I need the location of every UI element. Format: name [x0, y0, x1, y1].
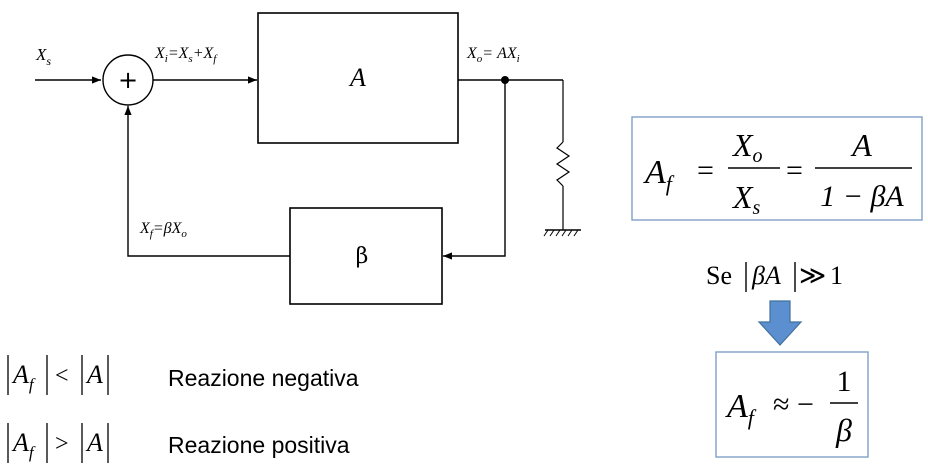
svg-text:≈ −: ≈ −	[773, 388, 814, 421]
svg-text:Af: Af	[11, 428, 36, 462]
svg-text:<: <	[55, 363, 69, 389]
approx-formula: Af ≈ − 1 β	[725, 365, 858, 448]
svg-text:A: A	[850, 127, 872, 163]
svg-text:≫: ≫	[799, 261, 826, 290]
svg-text:1: 1	[830, 261, 843, 290]
svg-text:Af: Af	[643, 154, 675, 196]
high-loop-gain-condition: Se βA ≫ 1	[706, 261, 843, 292]
negative-reaction-row: Af < A Reazione negativa	[7, 355, 359, 395]
svg-text:Af: Af	[725, 388, 757, 430]
feedback-label: β	[356, 244, 369, 269]
svg-text:Af: Af	[11, 360, 36, 394]
amplifier-block	[257, 12, 459, 144]
svg-text:β: β	[835, 412, 852, 448]
feedback-block	[289, 207, 443, 305]
approx-formula-box	[715, 351, 869, 458]
feedback-path-to-beta	[443, 80, 506, 260]
svg-text:1 − βA: 1 − βA	[820, 180, 904, 213]
feedback-path-to-summer	[124, 106, 290, 257]
svg-text:Se: Se	[706, 261, 732, 290]
svg-text:1: 1	[837, 365, 852, 398]
output-equation-label: Xo=AXi	[466, 45, 520, 65]
input-label: Xs	[35, 45, 51, 68]
load-resistor	[555, 141, 571, 187]
svg-text:Reazione positiva: Reazione positiva	[168, 432, 350, 458]
closed-loop-formula: Af = Xo Xs = A 1 − βA	[643, 127, 912, 219]
ground-icon	[543, 229, 581, 237]
positive-reaction-row: Af > A Reazione positiva	[7, 423, 350, 463]
svg-text:=: =	[786, 154, 803, 187]
svg-text:A: A	[85, 428, 103, 457]
amplifier-label: A	[348, 63, 366, 92]
svg-text:>: >	[55, 431, 69, 457]
svg-text:=: =	[697, 154, 714, 187]
sum-equation-label: Xi=Xs+Xf	[154, 45, 218, 65]
svg-text:Xo: Xo	[731, 127, 763, 167]
summer-plus-symbol: +	[118, 66, 138, 94]
svg-text:Reazione negativa: Reazione negativa	[168, 365, 359, 391]
svg-text:Xs: Xs	[731, 179, 761, 219]
down-arrow-icon	[757, 300, 803, 346]
feedback-equation-label: Xf=βXo	[139, 220, 187, 240]
svg-text:A: A	[85, 360, 103, 389]
svg-text:βA: βA	[751, 261, 781, 290]
